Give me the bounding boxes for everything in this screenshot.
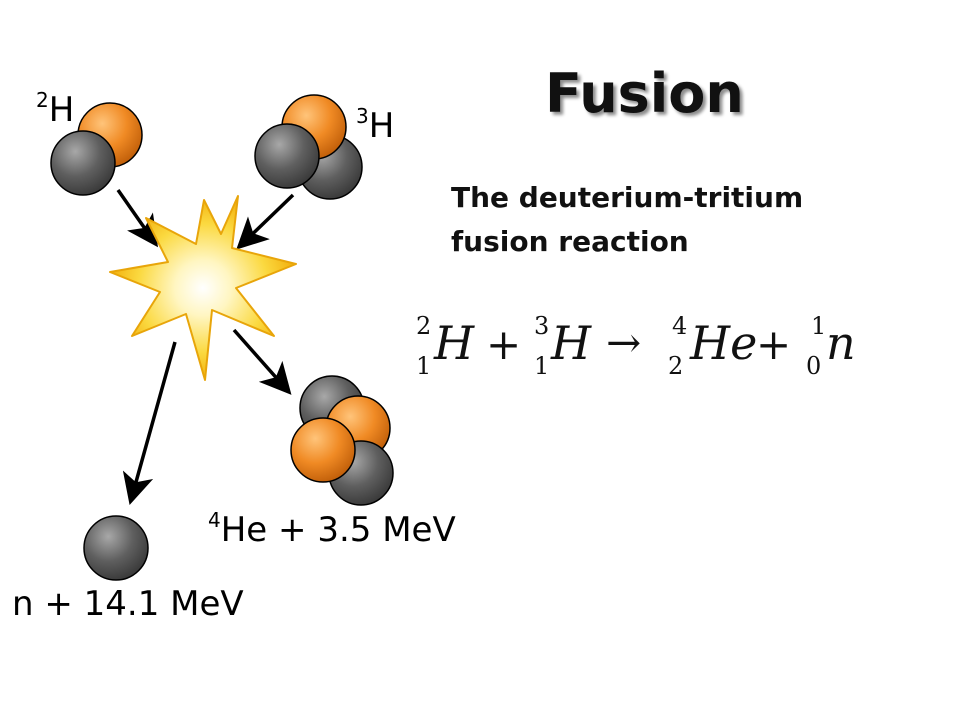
term-2-atomic: 1 xyxy=(534,352,550,380)
term-3-symbol: He xyxy=(690,316,758,370)
neutron-ball xyxy=(254,123,320,189)
term-3-mass: 4 xyxy=(672,312,688,340)
neutron-ball xyxy=(50,130,116,196)
neutron-arrow xyxy=(122,341,177,506)
term-4-atomic: 0 xyxy=(806,352,822,380)
tritium-arrow xyxy=(236,193,295,250)
helium-product-text: He + 3.5 MeV xyxy=(220,510,456,550)
deuterium-label: 2H xyxy=(36,88,74,130)
deuterium-nucleus xyxy=(50,102,143,196)
helium-arrow xyxy=(232,328,292,395)
tritium-symbol: H xyxy=(368,106,395,146)
proton-ball xyxy=(290,417,356,483)
term-2-mass: 3 xyxy=(534,312,550,340)
deuterium-mass: 2 xyxy=(36,88,49,112)
subtitle-line-1: The deuterium-tritium xyxy=(451,181,804,214)
deuterium-symbol: H xyxy=(48,90,75,130)
tritium-label: 3H xyxy=(356,104,394,146)
term-1-symbol: H xyxy=(434,316,475,370)
subtitle-line-2: fusion reaction xyxy=(451,225,689,258)
plus-sign: + xyxy=(756,320,792,369)
neutron-product xyxy=(83,515,149,581)
helium-product-label: 4He + 3.5 MeV xyxy=(208,508,456,550)
reaction-arrow: → xyxy=(606,318,642,367)
tritium-nucleus xyxy=(254,94,363,200)
term-1-mass: 2 xyxy=(416,312,432,340)
neutron-product-label: n + 14.1 MeV xyxy=(12,584,244,624)
deuterium-arrow xyxy=(116,188,159,248)
helium-nucleus xyxy=(290,375,394,506)
subtitle: The deuterium-tritium fusion reaction xyxy=(451,176,803,264)
term-2-symbol: H xyxy=(551,316,592,370)
term-3-atomic: 2 xyxy=(668,352,684,380)
helium-mass: 4 xyxy=(208,508,221,532)
term-4-mass: 1 xyxy=(811,312,827,340)
term-1-atomic: 1 xyxy=(416,352,432,380)
plus-sign: + xyxy=(486,320,522,369)
fusion-burst-icon xyxy=(109,195,297,381)
tritium-mass: 3 xyxy=(356,104,369,128)
term-4-symbol: n xyxy=(826,316,856,370)
page-title: Fusion xyxy=(545,62,744,125)
